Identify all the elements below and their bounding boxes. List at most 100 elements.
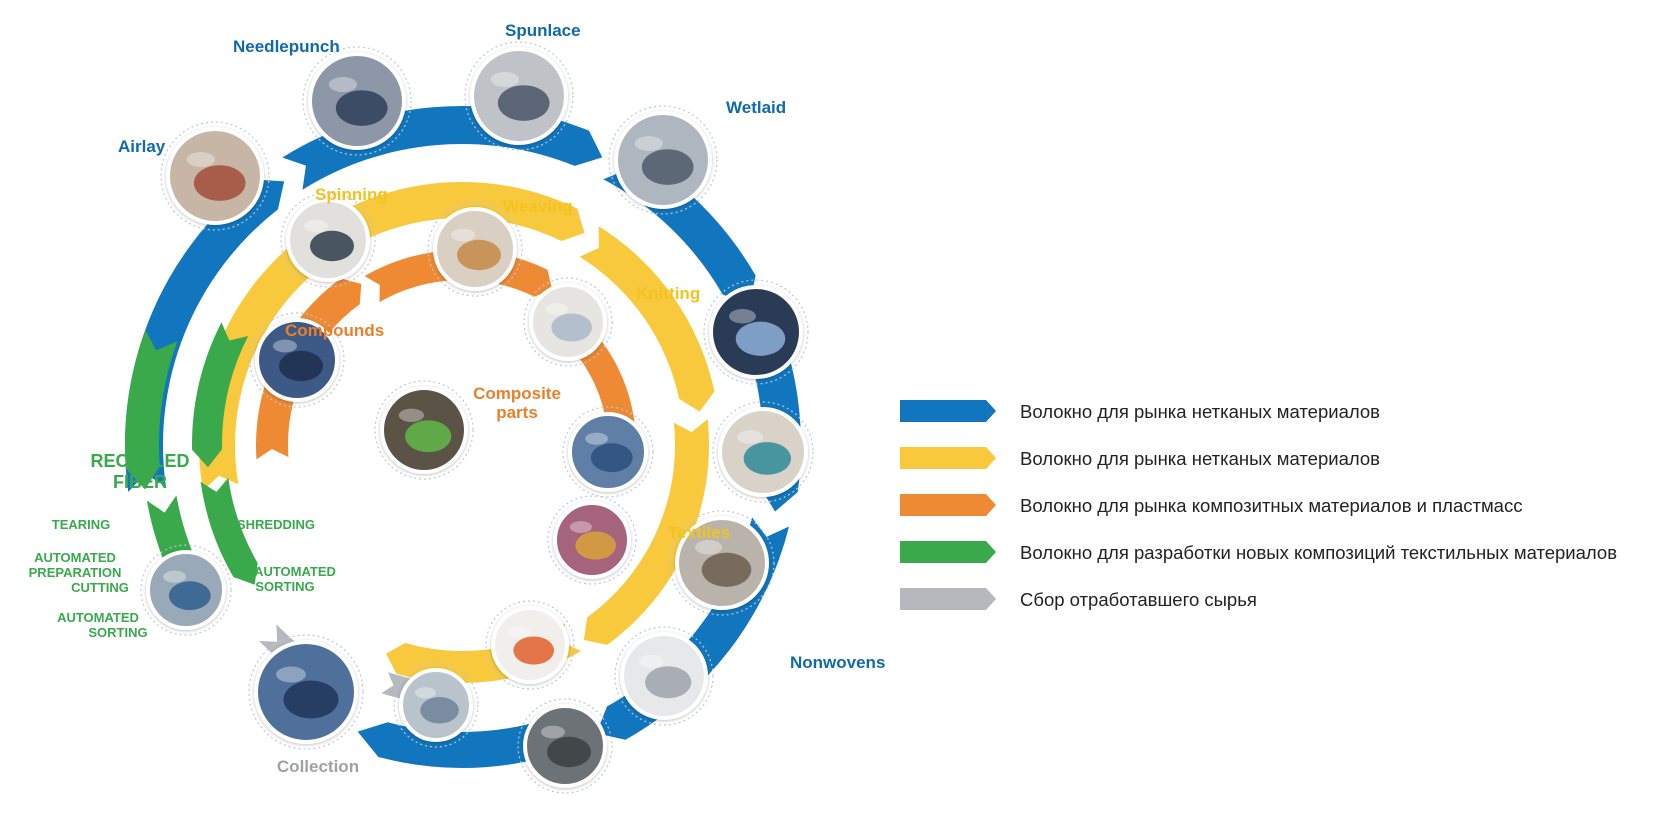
spunlace-photo-dotted-ring	[464, 41, 574, 151]
legend-item-yellow: Волокно для рынка нетканых материалов	[900, 445, 1660, 475]
yarn-spools-photo-dotted-ring	[280, 192, 376, 288]
green-arrow-4	[200, 477, 258, 585]
legend-arrow-gray-icon	[900, 588, 996, 610]
airlay-photo-dotted-ring	[160, 121, 270, 231]
recycling-machine-photo-dotted-ring	[140, 544, 232, 636]
green-arrow-3	[192, 322, 249, 468]
pillows-photo-subject	[420, 696, 459, 724]
legend-arrow-green-icon	[900, 541, 996, 563]
airlay-machine-photo-highlight	[186, 152, 215, 168]
hangers-photo-dotted-ring	[547, 495, 637, 585]
bales-photo-highlight	[276, 666, 306, 683]
label-weaving: Weaving	[503, 197, 573, 216]
spunlace-photo	[464, 41, 574, 151]
legend-item-orange: Волокно для рынка композитных материалов…	[900, 492, 1660, 522]
legend-item-blue: Волокно для рынка нетканых материалов	[900, 398, 1660, 428]
needlepunch-photo-dotted-ring	[302, 46, 412, 156]
label-nonwovens: Nonwovens	[790, 653, 885, 672]
jeans-photo	[562, 406, 654, 498]
pillows-photo-highlight	[415, 687, 436, 699]
hangers-photo	[547, 495, 637, 585]
wetlaid-photo-dotted-ring	[608, 105, 718, 215]
label-wetlaid: Wetlaid	[726, 98, 786, 117]
armchair-photo	[712, 401, 814, 503]
clothes-photo-subject	[575, 531, 617, 560]
wetlaid-machine-photo-subject	[641, 149, 694, 185]
sneakers-photo-subject	[513, 636, 555, 665]
felt-photo-highlight	[695, 540, 722, 555]
label-recycled-fiber-2: FIBER	[113, 472, 167, 492]
car-photo	[703, 279, 809, 385]
recycling-machine-photo-subject	[168, 581, 211, 611]
orange-arrow-1	[256, 278, 362, 460]
needlepunch-machine-photo-subject	[335, 90, 388, 126]
legend-arrow-blue-icon	[900, 400, 996, 422]
armchair-photo-dotted-ring	[712, 401, 814, 503]
legend-arrow-yellow-icon	[900, 447, 996, 469]
legend-arrow-orange-icon	[900, 494, 996, 516]
pillows-photo	[393, 662, 479, 748]
granules-photo-subject	[279, 350, 323, 382]
felt-roll-photo-subject	[547, 736, 591, 768]
photo-circles	[140, 41, 814, 794]
car-photo-subject	[735, 321, 786, 356]
label-compounds: Compounds	[285, 321, 384, 340]
pillows-photo-dotted-ring	[393, 662, 479, 748]
wetlaid-machine-photo-highlight	[634, 136, 664, 152]
spunlace-machine-photo-highlight	[490, 72, 519, 88]
label-spinning: Spinning	[315, 185, 388, 204]
legend-label-green: Волокно для разработки новых композиций …	[1020, 542, 1618, 563]
yellow-arrow-3	[579, 226, 715, 412]
label-prep-1: AUTOMATED	[34, 550, 116, 565]
airlay-photo	[160, 121, 270, 231]
spunlace-machine-photo-subject	[497, 85, 550, 121]
composite-part-photo-highlight	[398, 408, 424, 423]
sneakers-photo-highlight	[507, 626, 530, 638]
label-sort-in-1: AUTOMATED	[254, 564, 336, 579]
recycling-machine-photo-highlight	[163, 570, 187, 583]
composite-part-photo-dotted-ring	[374, 380, 474, 480]
legend-label-blue: Волокно для рынка нетканых материалов	[1020, 401, 1380, 422]
yellow-arrow-1	[198, 232, 333, 491]
label-sort-in-2: SORTING	[255, 579, 314, 594]
collection-bales-photo	[248, 634, 364, 750]
granules-photo-highlight	[273, 339, 297, 353]
car-photo-highlight	[729, 309, 756, 324]
needlepunch-photo	[302, 46, 412, 156]
yellow-arrow-4	[583, 419, 709, 645]
gray-felt-photo	[517, 698, 613, 794]
yarn-spools-photo	[280, 192, 376, 288]
jeans-photo-highlight	[585, 432, 608, 445]
label-textiles: Textiles	[668, 523, 730, 542]
label-collection: Collection	[277, 757, 359, 776]
airlay-machine-photo-subject	[193, 165, 246, 201]
label-composite-parts-1: Composite	[473, 384, 561, 403]
sneakers-photo-dotted-ring	[485, 600, 575, 690]
legend-label-gray: Сбор отработавшего сырья	[1020, 589, 1257, 610]
label-prep-3: CUTTING	[71, 580, 129, 595]
armchair-photo-subject	[743, 442, 791, 475]
felt-roll-photo-highlight	[541, 725, 565, 739]
green-arrow-1	[125, 329, 178, 490]
knitwear-photo-highlight	[545, 303, 569, 315]
bales-photo-subject	[283, 680, 339, 719]
wipes-photo	[614, 626, 714, 726]
label-tearing: TEARING	[52, 517, 111, 532]
jeans-photo-subject	[590, 443, 633, 473]
recycling-machine-photo	[140, 544, 232, 636]
yarn-photo-highlight	[304, 219, 328, 233]
felt-cutting-photo	[669, 510, 775, 616]
clothes-photo-highlight	[569, 521, 593, 533]
felt-photo-subject	[701, 552, 752, 587]
granules-photo	[249, 312, 345, 408]
folded-fabric-photo	[427, 201, 523, 297]
fabric-photo-subject	[457, 239, 501, 271]
wipes-photo-dotted-ring	[614, 626, 714, 726]
wetlaid-photo	[608, 105, 718, 215]
yarn-photo-subject	[310, 230, 354, 262]
label-airlay: Airlay	[118, 137, 166, 156]
legend-item-gray: Сбор отработавшего сырья	[900, 586, 1660, 616]
legend-label-orange: Волокно для рынка композитных материалов…	[1020, 495, 1523, 516]
label-shredding: SHREDDING	[237, 517, 315, 532]
